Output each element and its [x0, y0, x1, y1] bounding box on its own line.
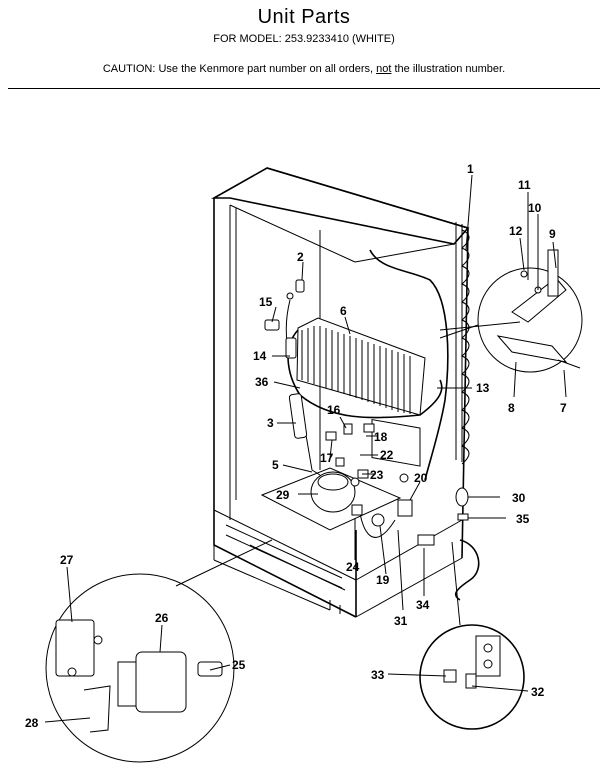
caution-note: CAUTION: Use the Kenmore part number on … — [0, 63, 608, 75]
callout-8: 8 — [508, 401, 515, 415]
callout-31: 31 — [394, 614, 408, 628]
callout-14: 14 — [253, 349, 267, 363]
callout-6: 6 — [340, 304, 347, 318]
callout-19: 19 — [376, 573, 390, 587]
callout-1: 1 — [467, 162, 474, 176]
callout-30: 30 — [512, 491, 526, 505]
defrost-timer-and-heater — [264, 279, 308, 439]
callout-7: 7 — [560, 401, 567, 415]
callout-22: 22 — [380, 448, 394, 462]
callout-13: 13 — [476, 381, 490, 395]
callout-34: 34 — [416, 598, 430, 612]
callout-9: 9 — [549, 227, 556, 241]
caution-text-not: not — [376, 63, 392, 75]
callout-24: 24 — [346, 560, 360, 574]
callout-26: 26 — [155, 611, 169, 625]
callout-25: 25 — [232, 658, 246, 672]
callout-20: 20 — [414, 471, 428, 485]
callout-labels: 1 2 3 5 6 7 8 9 10 11 12 13 14 15 16 17 … — [25, 162, 567, 730]
callout-16: 16 — [327, 403, 341, 417]
callout-10: 10 — [528, 201, 542, 215]
model-line: FOR MODEL: 253.9233410 (WHITE) — [213, 33, 395, 45]
callout-12: 12 — [509, 224, 523, 238]
callout-35: 35 — [516, 512, 530, 526]
callout-3: 3 — [267, 416, 274, 430]
callout-11: 11 — [518, 178, 531, 192]
compressor — [260, 423, 469, 546]
condenser-coil — [455, 222, 470, 465]
callout-33: 33 — [371, 668, 385, 682]
callout-18: 18 — [374, 430, 388, 444]
callout-36: 36 — [255, 375, 269, 389]
header-divider — [8, 88, 600, 89]
callout-27: 27 — [60, 553, 74, 567]
evaporator — [296, 317, 426, 467]
callout-23: 23 — [370, 468, 384, 482]
page-title: Unit Parts — [257, 6, 351, 28]
callout-15: 15 — [259, 295, 273, 309]
caution-text-start: CAUTION: Use the Kenmore part number on … — [102, 63, 377, 75]
refrigerant-tubing — [285, 249, 521, 601]
callout-2: 2 — [297, 250, 304, 264]
callout-leaders — [44, 174, 567, 723]
callout-32: 32 — [531, 685, 545, 699]
caution-text-end: the illustration number. — [391, 63, 506, 75]
bracket-detail-inset — [439, 249, 583, 373]
callout-29: 29 — [276, 488, 290, 502]
callout-28: 28 — [25, 716, 39, 730]
relay-overload-detail-inset — [45, 539, 273, 763]
outlet-detail-inset — [419, 541, 525, 730]
callout-5: 5 — [272, 458, 279, 472]
callout-17: 17 — [320, 451, 334, 465]
